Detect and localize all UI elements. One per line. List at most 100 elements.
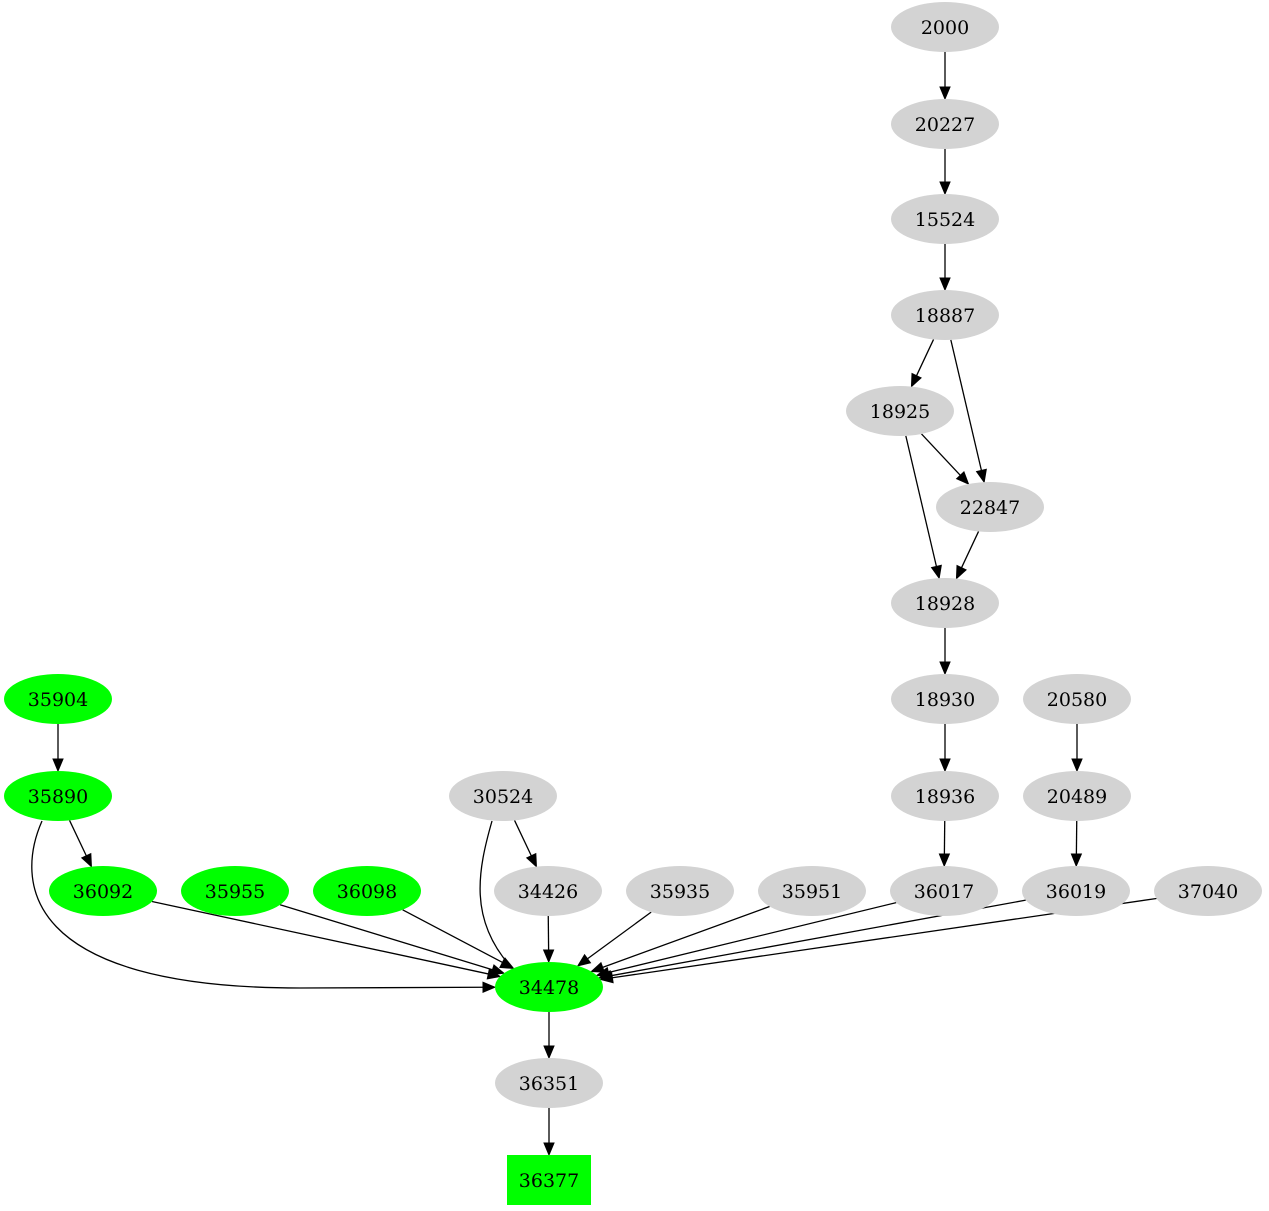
edge-line	[921, 433, 961, 476]
node-label: 20227	[915, 114, 975, 136]
node-ellipse	[4, 674, 112, 724]
edge-18930-to-18936	[939, 724, 951, 773]
edge-line	[915, 339, 935, 376]
node-36017: 36017	[890, 866, 998, 916]
edge-22847-to-18928	[955, 531, 980, 580]
arrowhead-icon	[939, 181, 951, 196]
node-ellipse	[1022, 866, 1130, 916]
node-label: 35890	[28, 786, 88, 808]
arrowhead-icon	[955, 471, 970, 486]
node-ellipse	[1023, 771, 1131, 821]
node-label: 34426	[518, 881, 578, 903]
edge-line	[68, 820, 87, 857]
edge-18936-to-36017	[938, 820, 951, 868]
node-box	[507, 1155, 591, 1205]
node-18887: 18887	[891, 290, 999, 340]
edge-line	[31, 820, 484, 989]
node-label: 20580	[1047, 689, 1107, 711]
arrowhead-icon	[576, 953, 592, 967]
arrowhead-icon	[1070, 853, 1083, 868]
node-label: 15524	[915, 209, 975, 231]
node-ellipse	[891, 194, 999, 244]
arrowhead-icon	[542, 949, 555, 964]
node-label: 36092	[73, 881, 133, 903]
node-ellipse	[890, 866, 998, 916]
arrowhead-icon	[930, 564, 942, 580]
arrowhead-icon	[939, 277, 951, 292]
node-ellipse	[1023, 674, 1131, 724]
node-ellipse	[1154, 866, 1262, 916]
arrowhead-icon	[599, 972, 614, 984]
node-ellipse	[181, 866, 289, 916]
node-label: 36098	[337, 881, 397, 903]
edge-line	[151, 900, 489, 975]
node-18936: 18936	[891, 771, 999, 821]
edge-line	[513, 820, 532, 857]
node-22847: 22847	[936, 482, 1044, 532]
edge-30524-to-34426	[513, 820, 537, 868]
edge-line	[950, 339, 983, 471]
node-ellipse	[449, 771, 557, 821]
edge-line	[905, 435, 938, 567]
edge-35951-to-34478	[590, 905, 770, 973]
node-2000: 2000	[891, 2, 999, 52]
node-ellipse	[846, 386, 954, 436]
edge-35904-to-35890	[52, 724, 64, 773]
node-label: 36351	[519, 1073, 579, 1095]
node-ellipse	[891, 290, 999, 340]
arrowhead-icon	[490, 964, 506, 976]
node-label: 35904	[28, 689, 88, 711]
node-ellipse	[891, 99, 999, 149]
edge-line	[608, 901, 897, 974]
node-36092: 36092	[49, 866, 157, 916]
node-20227: 20227	[891, 99, 999, 149]
arrowhead-icon	[80, 852, 92, 868]
arrowhead-icon	[975, 468, 987, 484]
edge-18925-to-22847	[921, 433, 970, 486]
node-label: 36019	[1046, 881, 1106, 903]
arrowhead-icon	[525, 852, 537, 868]
edge-20227-to-15524	[939, 149, 951, 196]
edge-36092-to-34478	[151, 900, 502, 980]
node-15524: 15524	[891, 194, 999, 244]
node-label: 18925	[870, 401, 930, 423]
arrowhead-icon	[910, 372, 922, 388]
node-label: 18887	[915, 305, 975, 327]
node-36377: 36377	[507, 1155, 591, 1205]
node-label: 18936	[915, 786, 975, 808]
arrowhead-icon	[482, 981, 497, 994]
node-label: 30524	[473, 786, 533, 808]
node-label: 18930	[915, 689, 975, 711]
node-ellipse	[626, 866, 734, 916]
node-ellipse	[758, 866, 866, 916]
edge-line	[602, 905, 770, 969]
arrowhead-icon	[939, 661, 951, 676]
node-ellipse	[936, 482, 1044, 532]
edge-18887-to-18925	[910, 339, 935, 388]
node-36351: 36351	[495, 1058, 603, 1108]
node-18925: 18925	[846, 386, 954, 436]
arrowhead-icon	[543, 1045, 555, 1060]
node-ellipse	[4, 771, 112, 821]
edge-line	[402, 909, 504, 964]
node-label: 35951	[782, 881, 842, 903]
node-ellipse	[494, 866, 602, 916]
node-label: 36377	[519, 1170, 579, 1192]
node-label: 20489	[1047, 786, 1107, 808]
node-ellipse	[49, 866, 157, 916]
edge-line	[587, 911, 652, 960]
node-35951: 35951	[758, 866, 866, 916]
node-35935: 35935	[626, 866, 734, 916]
node-36098: 36098	[313, 866, 421, 916]
arrowhead-icon	[499, 957, 515, 969]
node-label: 34478	[519, 977, 579, 999]
node-label: 37040	[1178, 881, 1238, 903]
node-ellipse	[891, 771, 999, 821]
node-label: 36017	[914, 881, 974, 903]
arrowhead-icon	[938, 853, 951, 868]
node-ellipse	[495, 1058, 603, 1108]
node-35890: 35890	[4, 771, 112, 821]
node-37040: 37040	[1154, 866, 1262, 916]
edge-line	[960, 531, 980, 568]
